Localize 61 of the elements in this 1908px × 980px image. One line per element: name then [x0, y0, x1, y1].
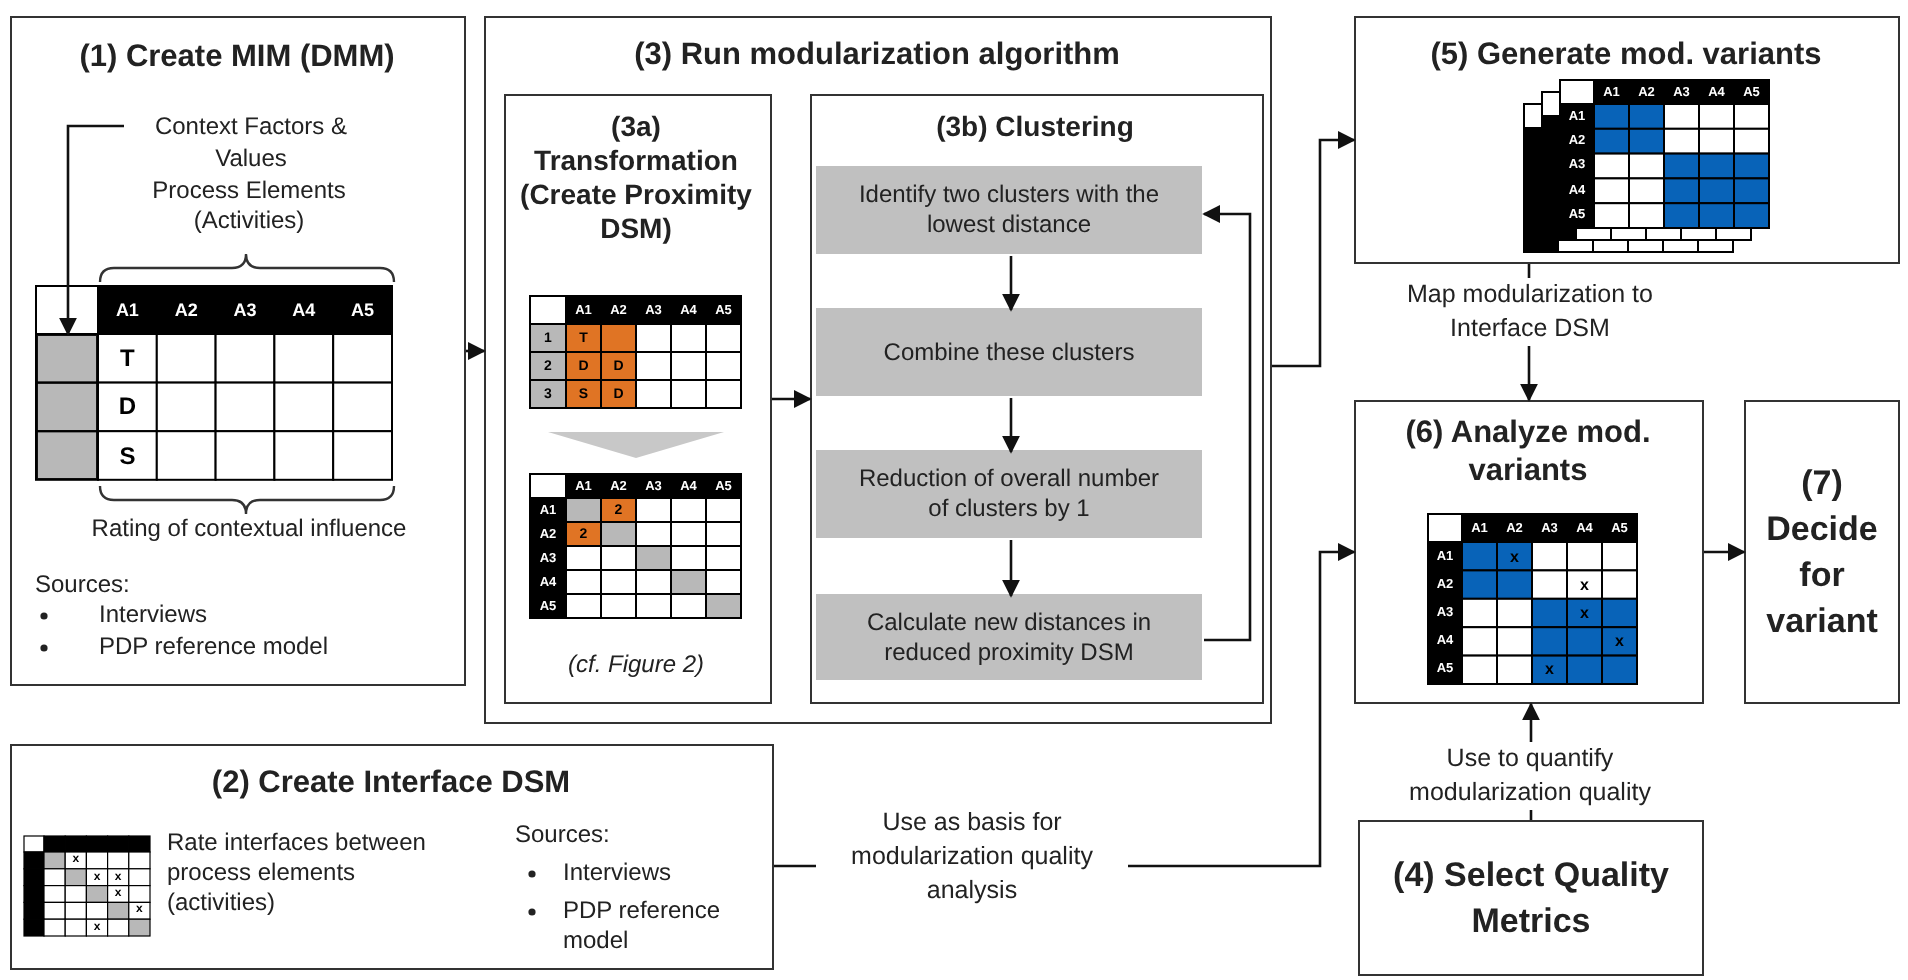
process-box [1354, 16, 1900, 264]
arrow [1202, 205, 1252, 642]
step-text: Reduction of overall number of clusters by 1 [856, 462, 1162, 526]
process-box [1354, 400, 1704, 704]
step-title: (5) Generate mod. variants [1428, 35, 1824, 73]
sources-heading: Sources: [515, 819, 612, 849]
process-box [809, 93, 1263, 703]
matrix-label: A1 [113, 298, 141, 324]
matrix-label: D [116, 390, 139, 425]
step-title: (3b) Clustering [934, 110, 1136, 144]
arrow [1272, 131, 1356, 368]
list-item: PDP reference model [99, 631, 331, 661]
step-title: (2) Create Interface DSM [209, 763, 573, 801]
step-title: (7) Decide for variant [1764, 462, 1880, 644]
matrix-label: A3 [231, 298, 259, 324]
step-text: Calculate new distances in reduced proximity DSM [864, 605, 1154, 669]
step-text: Identify two clusters with the lowest distance [856, 178, 1162, 242]
step-title: (4) Select Quality Metrics [1391, 854, 1671, 944]
list-item: PDP reference model [563, 895, 722, 955]
arrow [1002, 540, 1020, 598]
matrix-label: x [1578, 601, 1591, 626]
step-title: (6) Analyze mod. variants [1403, 413, 1653, 489]
matrix-label: A2 [172, 298, 200, 324]
annotation-text: Context Factors & Values [152, 109, 350, 175]
context-factor-column [35, 333, 97, 479]
bracket-caption: Process Elements (Activities) [150, 175, 348, 235]
sources-heading: Sources: [35, 569, 132, 599]
arrow [772, 390, 812, 408]
figure-reference: (cf. Figure 2) [565, 650, 706, 680]
step-title: (3a) Transformation (Create Proximity DSM) [518, 110, 754, 246]
matrix-label: x [1508, 545, 1521, 570]
arrow [466, 342, 486, 360]
matrix-label: x [1578, 573, 1591, 598]
step-text: Combine these clusters [881, 335, 1137, 369]
step-title: (1) Create MIM (DMM) [77, 37, 397, 75]
description-text: Rate interfaces between process elements (activities) [167, 827, 428, 917]
process-step-box [816, 308, 1202, 396]
process-box [10, 744, 774, 970]
matrix-label: x [1613, 630, 1626, 655]
process-step-box [816, 450, 1202, 538]
arrow [59, 124, 124, 336]
matrix-label: S [117, 439, 138, 474]
arrow [1002, 256, 1020, 312]
matrix-label: A4 [290, 298, 318, 324]
arrow [1002, 398, 1020, 454]
process-box [503, 93, 771, 703]
bracket-caption: Rating of contextual influence [89, 513, 409, 543]
process-box [1744, 400, 1900, 704]
process-box [10, 16, 466, 686]
process-box [1358, 820, 1704, 976]
step-title: (3) Run modularization algorithm [632, 35, 1122, 73]
list-item: Interviews [99, 599, 210, 629]
list-item: Interviews [563, 857, 674, 887]
matrix-label: A5 [349, 298, 377, 324]
process-step-box [816, 594, 1202, 680]
arrow [1704, 543, 1746, 561]
matrix-label: T [118, 342, 137, 377]
process-step-box [816, 166, 1202, 254]
matrix-label: x [1543, 658, 1556, 683]
edge-label: Use as basis for modularization quality analysis [816, 806, 1128, 908]
process-box [484, 16, 1272, 724]
